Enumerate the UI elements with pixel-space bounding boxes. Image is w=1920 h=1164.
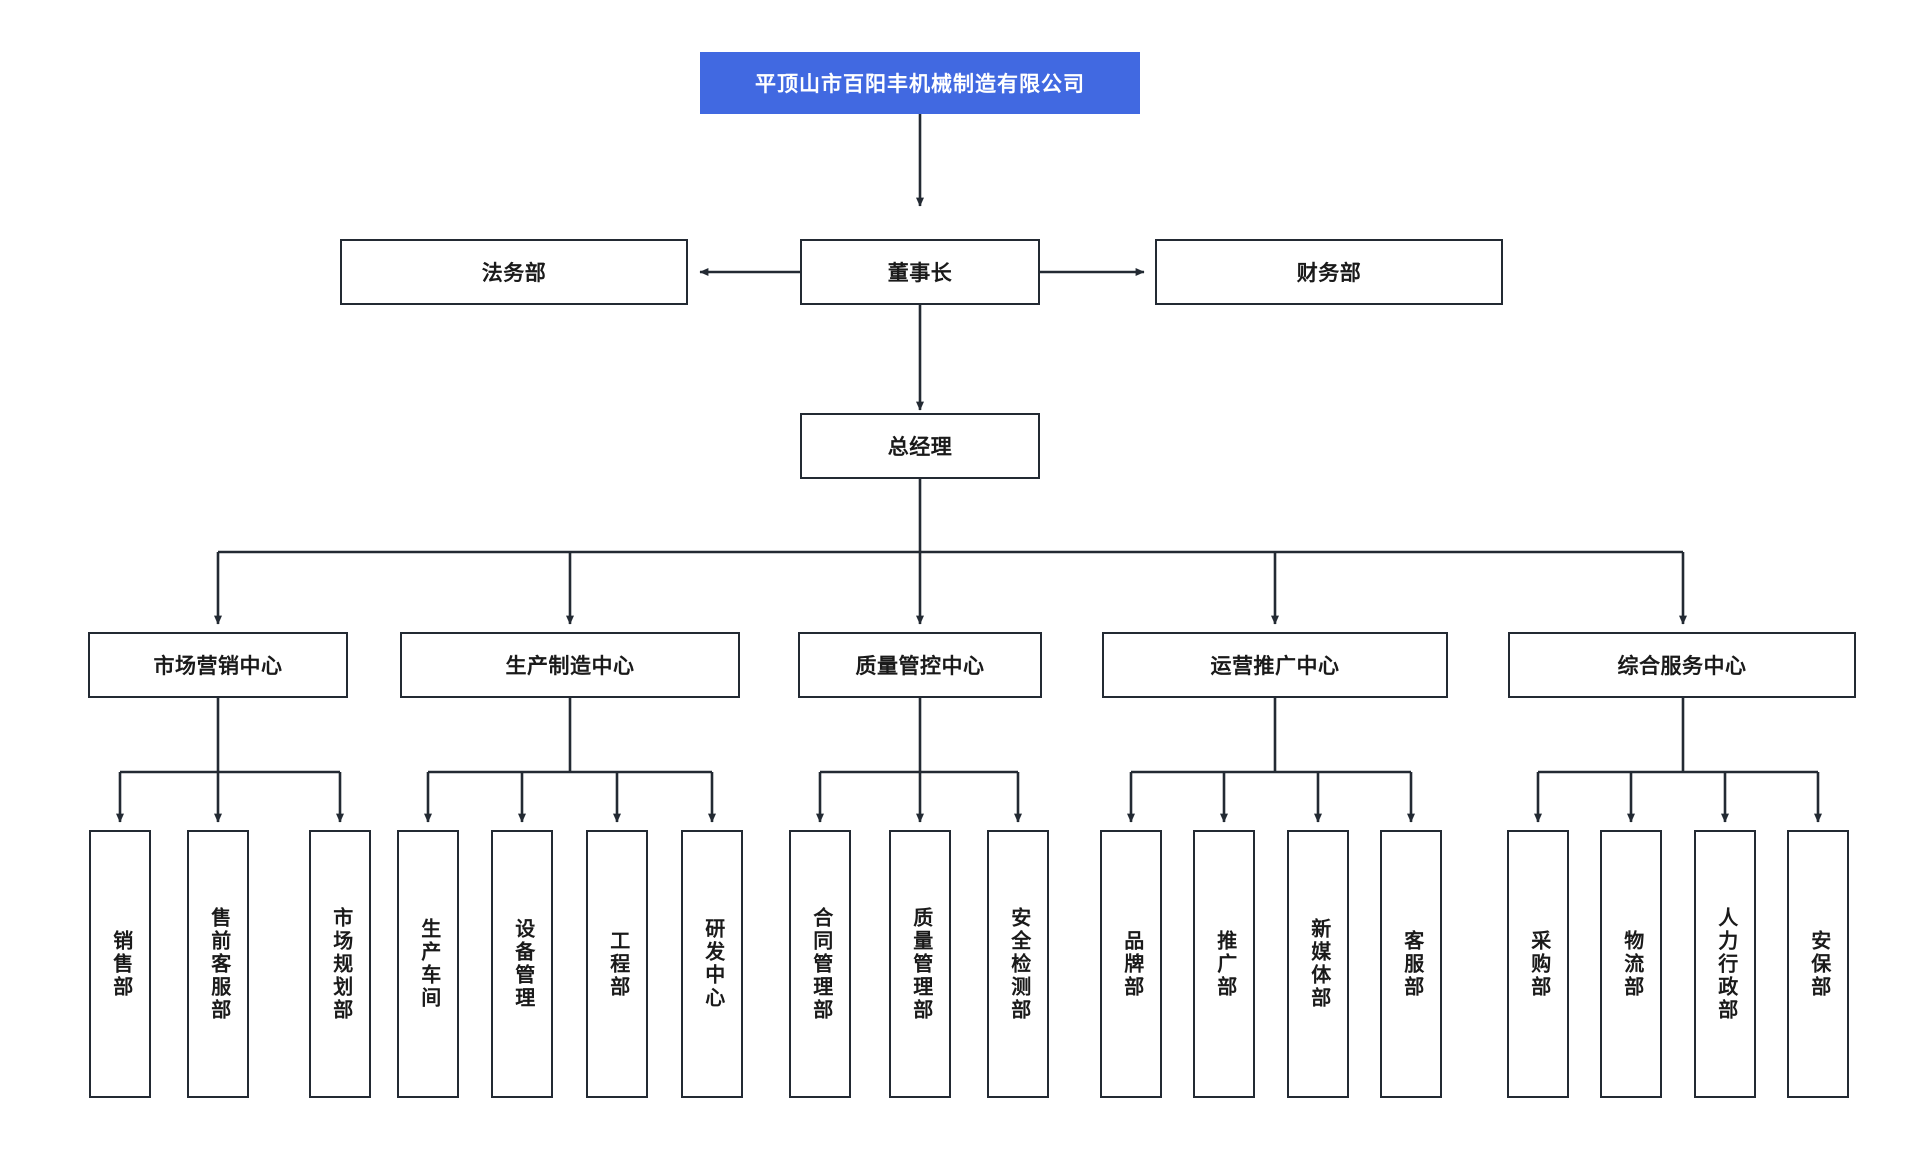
node-dept-customer-service[interactable]: 客服部 bbox=[1380, 830, 1442, 1098]
node-label: 法务部 bbox=[481, 262, 547, 285]
node-label: 运营推广中心 bbox=[1210, 655, 1340, 678]
node-chairman[interactable]: 董事长 bbox=[800, 239, 1040, 305]
node-dept-equipment-management[interactable]: 设备管理 bbox=[491, 830, 553, 1098]
node-dept-quality-management[interactable]: 质量管理部 bbox=[889, 830, 951, 1098]
node-dept-engineering[interactable]: 工程部 bbox=[586, 830, 648, 1098]
node-label: 人力行政部 bbox=[1714, 906, 1737, 1022]
node-label: 平顶山市百阳丰机械制造有限公司 bbox=[755, 73, 1085, 96]
node-label: 综合服务中心 bbox=[1617, 655, 1747, 678]
node-dept-production-workshop[interactable]: 生产车间 bbox=[397, 830, 459, 1098]
node-label: 市场规划部 bbox=[329, 906, 352, 1022]
node-label: 质量管理部 bbox=[909, 906, 932, 1022]
node-dept-contract-management[interactable]: 合同管理部 bbox=[789, 830, 851, 1098]
node-label: 物流部 bbox=[1620, 929, 1643, 999]
node-dept-security[interactable]: 安保部 bbox=[1787, 830, 1849, 1098]
node-label: 采购部 bbox=[1527, 929, 1550, 999]
node-dept-new-media[interactable]: 新媒体部 bbox=[1287, 830, 1349, 1098]
node-dept-rnd-center[interactable]: 研发中心 bbox=[681, 830, 743, 1098]
node-center-marketing[interactable]: 市场营销中心 bbox=[88, 632, 348, 698]
node-dept-procurement[interactable]: 采购部 bbox=[1507, 830, 1569, 1098]
node-center-production[interactable]: 生产制造中心 bbox=[400, 632, 740, 698]
node-dept-presales-service[interactable]: 售前客服部 bbox=[187, 830, 249, 1098]
node-center-quality[interactable]: 质量管控中心 bbox=[798, 632, 1042, 698]
node-label: 工程部 bbox=[606, 929, 629, 999]
node-center-service[interactable]: 综合服务中心 bbox=[1508, 632, 1856, 698]
node-label: 生产车间 bbox=[417, 918, 440, 1010]
node-company-root[interactable]: 平顶山市百阳丰机械制造有限公司 bbox=[700, 52, 1140, 114]
node-label: 推广部 bbox=[1213, 929, 1236, 999]
node-label: 销售部 bbox=[109, 929, 132, 999]
node-label: 新媒体部 bbox=[1307, 918, 1330, 1010]
node-dept-sales[interactable]: 销售部 bbox=[89, 830, 151, 1098]
node-label: 客服部 bbox=[1400, 929, 1423, 999]
node-label: 董事长 bbox=[887, 262, 953, 285]
node-finance-department[interactable]: 财务部 bbox=[1155, 239, 1503, 305]
node-dept-logistics[interactable]: 物流部 bbox=[1600, 830, 1662, 1098]
node-label: 质量管控中心 bbox=[855, 655, 985, 678]
node-label: 市场营销中心 bbox=[153, 655, 283, 678]
node-label: 安保部 bbox=[1807, 929, 1830, 999]
node-dept-safety-inspection[interactable]: 安全检测部 bbox=[987, 830, 1049, 1098]
node-general-manager[interactable]: 总经理 bbox=[800, 413, 1040, 479]
node-label: 设备管理 bbox=[511, 918, 534, 1010]
node-dept-brand[interactable]: 品牌部 bbox=[1100, 830, 1162, 1098]
node-label: 生产制造中心 bbox=[505, 655, 635, 678]
node-label: 合同管理部 bbox=[809, 906, 832, 1022]
node-legal-department[interactable]: 法务部 bbox=[340, 239, 688, 305]
node-dept-hr-administration[interactable]: 人力行政部 bbox=[1694, 830, 1756, 1098]
node-dept-market-planning[interactable]: 市场规划部 bbox=[309, 830, 371, 1098]
node-dept-promotion[interactable]: 推广部 bbox=[1193, 830, 1255, 1098]
node-center-operations[interactable]: 运营推广中心 bbox=[1102, 632, 1448, 698]
node-label: 安全检测部 bbox=[1007, 906, 1030, 1022]
node-label: 研发中心 bbox=[701, 918, 724, 1010]
node-label: 品牌部 bbox=[1120, 929, 1143, 999]
node-label: 总经理 bbox=[887, 436, 953, 459]
node-label: 财务部 bbox=[1296, 262, 1362, 285]
node-label: 售前客服部 bbox=[207, 906, 230, 1022]
